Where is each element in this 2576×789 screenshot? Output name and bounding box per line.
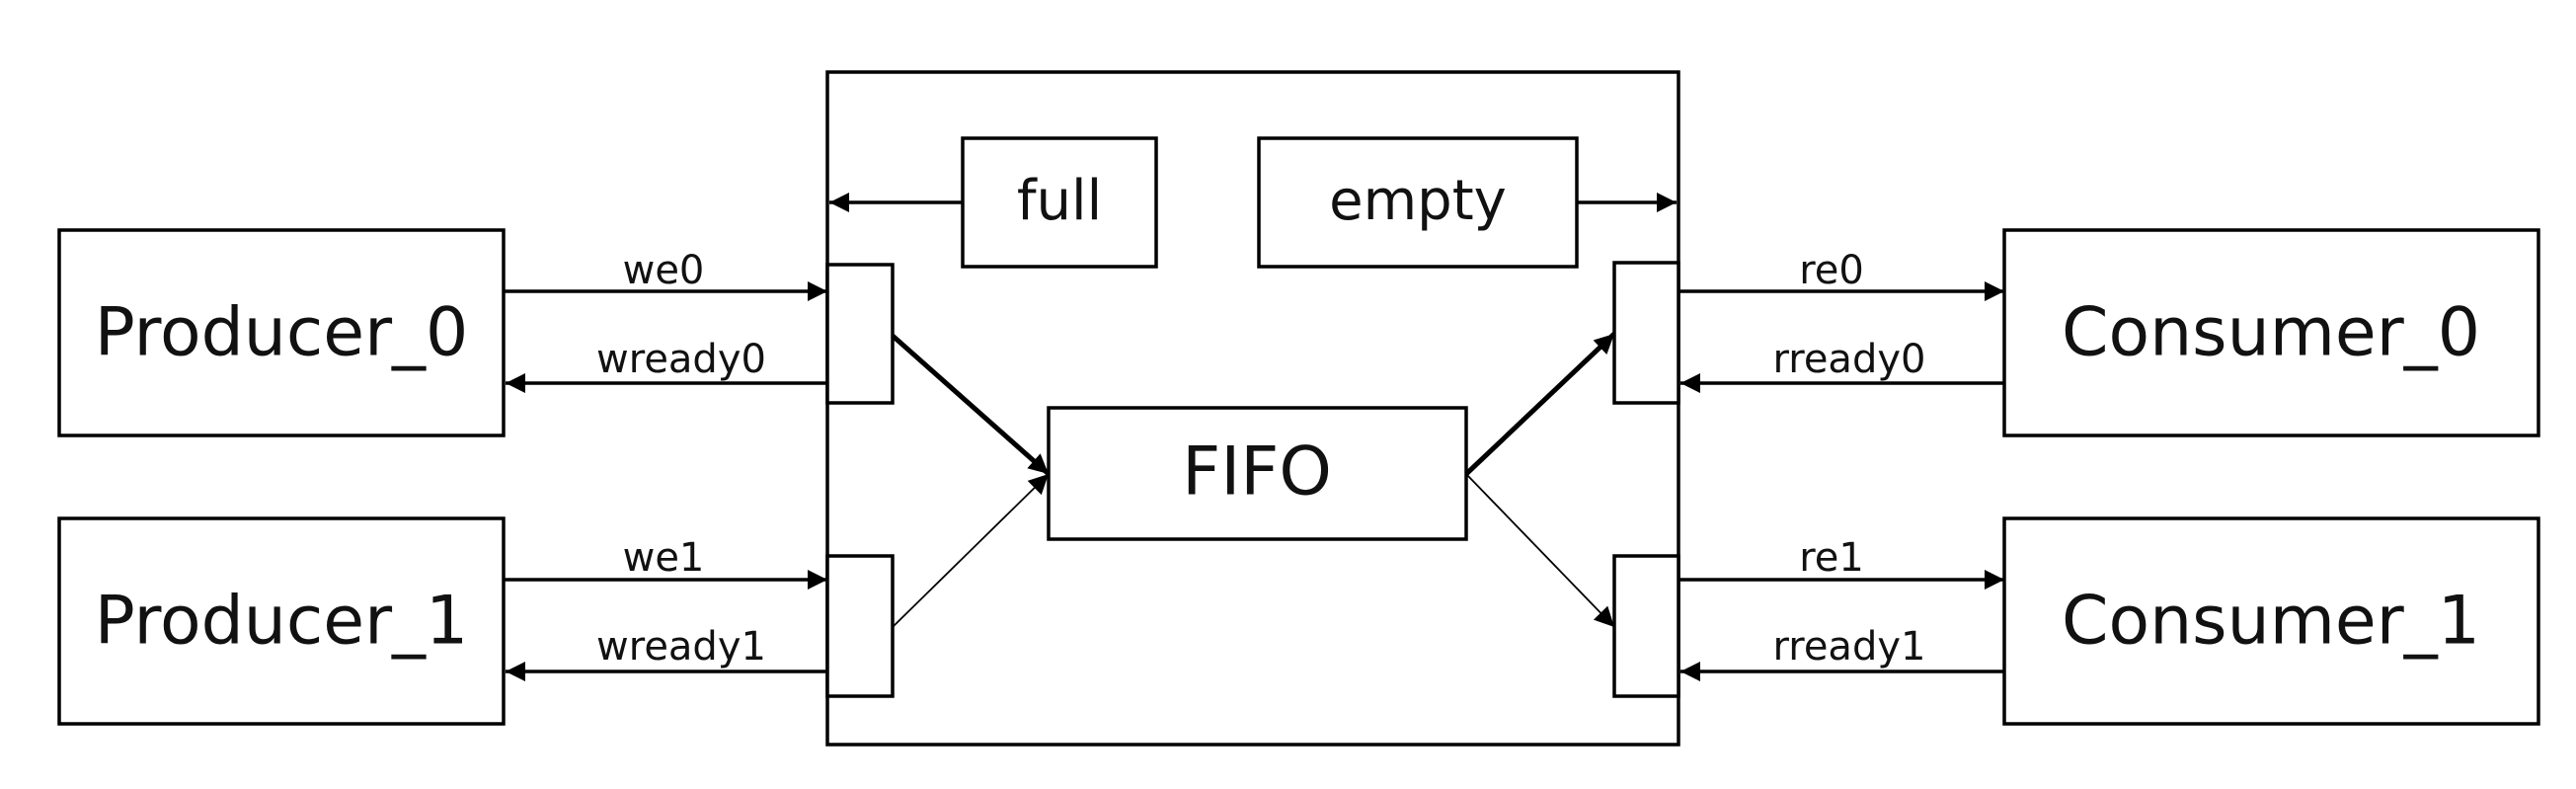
producer-1-label: Producer_1 — [95, 583, 469, 661]
producer-0-block: Producer_0 — [57, 228, 506, 437]
read-path-0-arrow — [1464, 332, 1616, 476]
re1-label: re1 — [1799, 535, 1864, 581]
we1-label: we1 — [623, 535, 705, 581]
read-path-1-arrow — [1465, 473, 1615, 628]
fifo-core-block: FIFO — [1047, 406, 1468, 541]
consumer-1-label: Consumer_1 — [2062, 583, 2480, 661]
write-port-1 — [825, 554, 895, 698]
producer-1-block: Producer_1 — [57, 516, 506, 726]
consumer-0-block: Consumer_0 — [2002, 228, 2540, 437]
re0-label: re0 — [1799, 248, 1864, 293]
empty-flag-block: empty — [1257, 136, 1579, 269]
write-path-1-arrow — [892, 473, 1050, 628]
write-port-0 — [825, 263, 895, 405]
read-port-0 — [1612, 261, 1680, 405]
wready1-label: wready1 — [596, 624, 766, 670]
consumer-1-block: Consumer_1 — [2002, 516, 2540, 726]
we0-label: we0 — [623, 248, 705, 293]
full-label: full — [1017, 169, 1102, 233]
rready1-label: rready1 — [1773, 624, 1926, 670]
consumer-0-label: Consumer_0 — [2062, 294, 2480, 372]
empty-label: empty — [1329, 169, 1507, 233]
rready0-label: rready0 — [1773, 337, 1926, 382]
fifo-label: FIFO — [1182, 434, 1332, 512]
wready0-label: wready0 — [596, 337, 766, 382]
full-flag-block: full — [961, 136, 1158, 269]
producer-0-label: Producer_0 — [95, 294, 469, 372]
write-path-0-arrow — [891, 334, 1051, 476]
read-port-1 — [1612, 554, 1680, 698]
